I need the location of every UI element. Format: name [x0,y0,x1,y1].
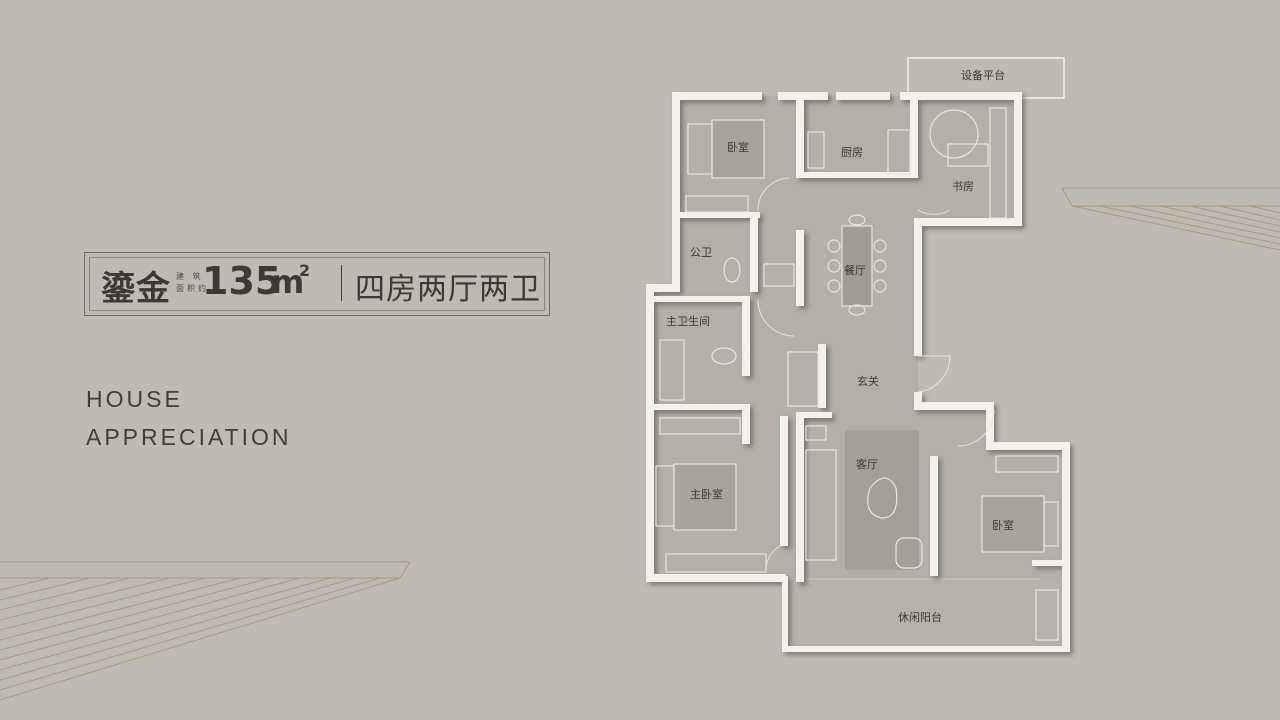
subtitle-line2: APPRECIATION [86,424,292,450]
label-leisure-balcony: 休闲阳台 [898,610,942,624]
furniture [655,107,1059,641]
title-box: 鎏金 建 筑 面积约 135 m 2 四房两厅两卫 [84,252,550,316]
label-bedroom-north: 卧室 [727,140,749,154]
label-bedroom-south: 卧室 [992,518,1014,532]
area-caption: 建 筑 面积约 [176,271,209,295]
area-value: 135 [202,259,282,303]
label-equipment-platform: 设备平台 [961,68,1005,82]
label-public-bath: 公卫 [690,246,712,259]
label-dining: 餐厅 [844,263,866,277]
title-separator [341,265,342,301]
title-box-inner [89,257,545,311]
label-living: 客厅 [856,457,878,471]
area-unit-sup: 2 [299,261,311,280]
label-study: 书房 [952,180,974,193]
area-caption-line1: 建 筑 [176,272,204,281]
label-foyer: 玄关 [857,374,879,388]
area-caption-line2: 面积约 [176,284,209,293]
label-master-bedroom: 主卧室 [690,487,723,501]
area-unit: m [271,263,305,301]
project-name: 鎏金 [101,269,171,309]
label-kitchen: 厨房 [841,146,863,159]
subtitle-line1: HOUSE [86,386,183,412]
living-rug [845,430,919,570]
balcony-floor [786,580,1064,650]
door-swings [742,177,995,573]
label-master-bath: 主卫生间 [666,314,710,328]
house-type: 四房两厅两卫 [355,272,541,307]
